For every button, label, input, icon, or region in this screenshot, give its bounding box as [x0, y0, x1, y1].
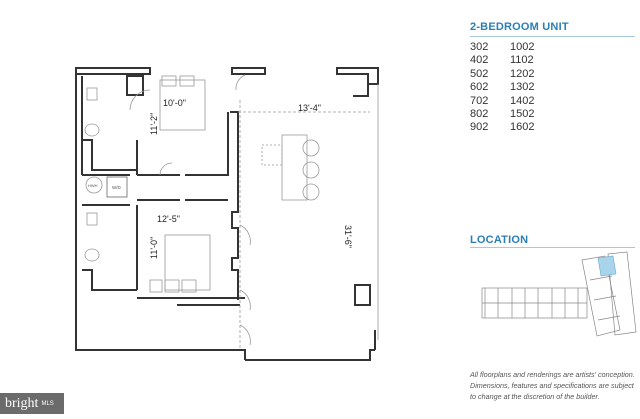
- washer-dryer-label: W/D: [112, 185, 121, 190]
- bedroom2-width-label: 12'-5": [157, 214, 180, 224]
- washer-dryer-symbol: [106, 176, 128, 198]
- water-heater-symbol: [85, 176, 103, 194]
- floor-plan-drawing: 10'-0" 13'-4" 12'-5" 11'-2" 11'-0" 31'-6…: [75, 67, 379, 361]
- location-heading: LOCATION: [470, 234, 529, 246]
- bedroom1-width-label: 10'-0": [163, 98, 186, 108]
- key-map-drawing: [481, 251, 637, 337]
- living-width-label: 13'-4": [298, 103, 321, 113]
- disclaimer: All floorplans and renderings are artist…: [470, 370, 635, 401]
- bedroom1-depth-label: 11'-2": [149, 113, 159, 135]
- living-depth-label: 31'-6": [343, 225, 353, 248]
- bedroom2-depth-label: 11'-0": [149, 237, 159, 259]
- location-divider: [470, 247, 635, 248]
- unit-highlight: [597, 255, 617, 277]
- building-key-map: [470, 250, 640, 340]
- water-heater-label: HWH: [88, 183, 98, 188]
- heading-divider: [470, 36, 635, 37]
- floor-plan: 10'-0" 13'-4" 12'-5" 11'-2" 11'-0" 31'-6…: [75, 67, 379, 361]
- unit-list-heading: 2-BEDROOM UNIT: [470, 21, 569, 33]
